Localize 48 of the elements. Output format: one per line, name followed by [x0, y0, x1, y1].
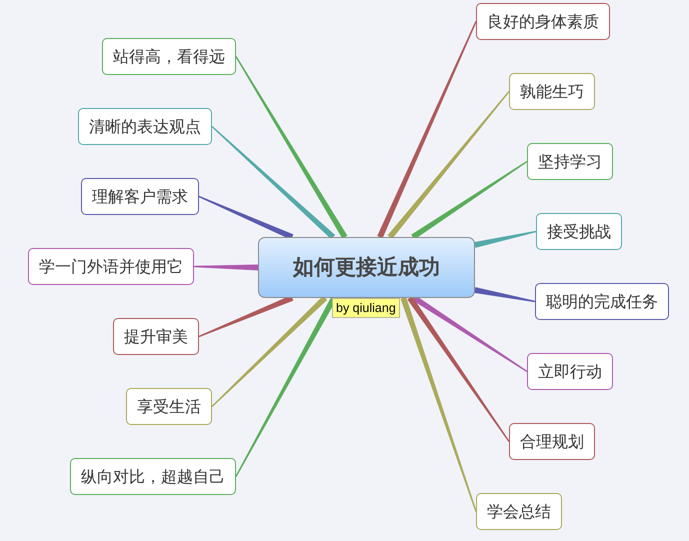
- topic-text: 学会总结: [487, 504, 551, 520]
- topic-box: [527, 353, 613, 390]
- topic-box: [126, 388, 212, 425]
- branch-line: [377, 21, 477, 238]
- topic-box: [535, 283, 669, 320]
- branch-line: [407, 296, 510, 442]
- topic-box: [113, 318, 199, 355]
- topic-text: 理解客户需求: [92, 188, 188, 204]
- author-note-label: [332, 298, 400, 318]
- topic-text: 聪明的完成任务: [546, 294, 658, 310]
- topic-text: 清晰的表达观点: [89, 118, 201, 134]
- branch-line: [388, 90, 510, 239]
- branch-line: [211, 296, 328, 408]
- branch-line: [194, 264, 258, 270]
- topic-text: 纵向对比，超越自己: [81, 468, 225, 484]
- topic-text: 接受挑战: [547, 224, 611, 240]
- topic-box: [476, 3, 610, 40]
- branch-line: [198, 196, 294, 240]
- topic-box: [527, 143, 613, 180]
- topic-text: 站得高，看得远: [113, 48, 225, 64]
- topic-box: [509, 73, 595, 110]
- branch-line: [400, 296, 477, 512]
- topic-box: [509, 423, 595, 460]
- topic-text: 学一门外语并使用它: [39, 258, 183, 274]
- branch-line: [235, 56, 348, 239]
- topic-box: [70, 458, 236, 495]
- topic-text: 坚持学习: [538, 154, 602, 170]
- central-topic-box: [258, 237, 475, 298]
- topic-box: [28, 248, 194, 285]
- branch-line: [198, 295, 294, 338]
- topic-text: 提升审美: [124, 328, 188, 344]
- topic-text: 立即行动: [538, 364, 602, 380]
- topic-text: 合理规划: [520, 434, 584, 450]
- topic-box: [536, 213, 622, 250]
- topic-box: [476, 493, 562, 530]
- topic-box: [78, 108, 212, 145]
- topic-box: [102, 38, 236, 75]
- branch-line: [412, 296, 528, 372]
- branch-line: [211, 126, 336, 240]
- topic-text: 享受生活: [137, 398, 201, 414]
- branch-line: [411, 160, 528, 240]
- branch-line: [474, 287, 536, 302]
- topic-text: 孰能生巧: [520, 84, 584, 100]
- central-topic-text: 如何更接近成功: [293, 257, 440, 278]
- branch-line: [474, 230, 536, 248]
- topic-box: [81, 178, 199, 215]
- topic-text: 良好的身体素质: [487, 14, 599, 30]
- author-note-text: by qiuliang: [336, 302, 396, 314]
